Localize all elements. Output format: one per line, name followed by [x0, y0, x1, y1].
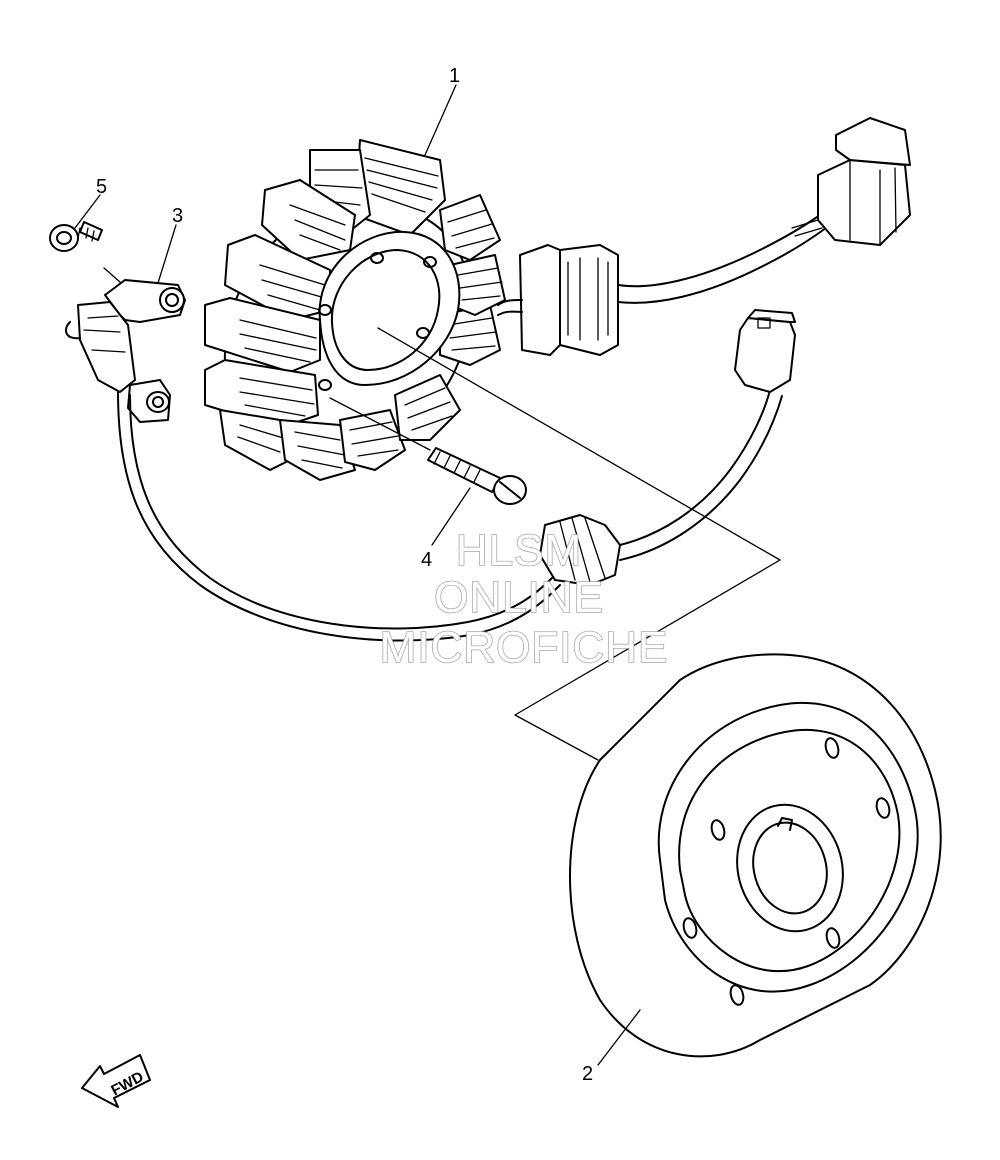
small-coupler — [734, 309, 796, 393]
watermark-line-3: MICROFICHE — [380, 623, 669, 672]
leader-lines — [74, 84, 781, 1066]
pickup-screw — [49, 221, 103, 252]
watermark: HLSM ONLINE MICROFICHE — [379, 525, 669, 673]
fwd-direction-arrow: FWD — [81, 1054, 151, 1108]
stator-coil-poles — [204, 139, 506, 481]
pickup-coil — [64, 279, 561, 642]
watermark-line-2: ONLINE — [434, 573, 604, 622]
wire-grommet — [539, 389, 783, 586]
stator-assembly — [204, 117, 911, 481]
callout-part-4: 4 — [421, 549, 432, 571]
flywheel-rotor — [569, 653, 942, 1058]
callout-part-5: 5 — [96, 176, 107, 198]
watermark-line-1: HLSM — [456, 526, 582, 575]
stator-screw — [427, 447, 527, 505]
callout-part-1: 1 — [449, 65, 460, 87]
callout-part-3: 3 — [172, 205, 183, 227]
callout-part-2: 2 — [582, 1063, 593, 1085]
